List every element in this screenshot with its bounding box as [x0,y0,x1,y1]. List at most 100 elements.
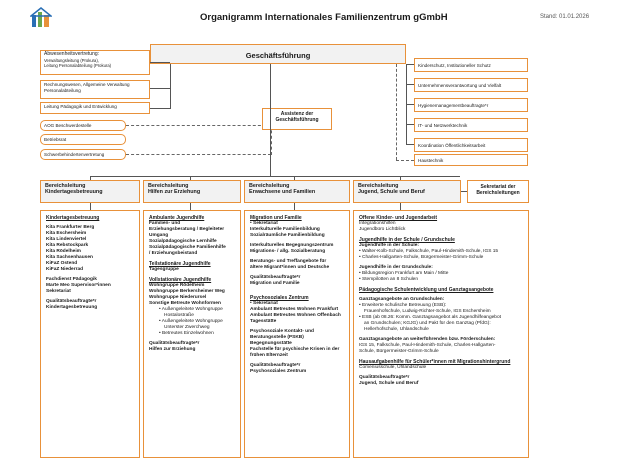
main-vertical-line [270,64,271,176]
bereich-hze-box: Bereichsleitung Hilfen zur Erziehung [143,180,241,203]
column-kita: Kindertagesbetreuung Kita Frankfurter Be… [40,210,140,458]
kinderschutz-box: Kinderschutz, Institutioneller Schutz [414,58,528,72]
qb-line: Qualitätsbeauftragte*r [250,275,301,280]
column-ef: Migration und Familie Sekretariat Interk… [244,210,350,458]
list-item: Tagesgruppe [149,267,179,272]
list-item: Integrationshilfen [359,221,396,226]
sek-line-1: Sekretariat der [480,184,516,190]
connector [461,191,467,192]
qb-line: Qualitätsbeauftragte*r [359,375,410,380]
betriebsrat-box: Betriebsrat [40,134,126,145]
right-label-2: Hygienemanagementbeauftragte*r [418,103,489,108]
ganztag-heading: Pädagogische Schulentwicklung und Ganzta… [359,287,494,293]
qb-line: Jugend, Schule und Beruf [359,381,419,386]
list-item: Sozialpädagogische Lernhilfe [149,239,217,244]
dashed-connector [396,64,397,160]
list-item: frühen Elternzeit [250,353,288,358]
sub-heading: Jugendhilfe in der Schule: [359,243,419,248]
qb-line: Qualitätsbeauftragte*r [149,341,200,346]
list-item: Hellerhofschule, Uhlandschule [364,327,429,332]
list-item: Kita Rödelheim [46,249,81,254]
list-item: Außengeleitete Wohngruppe [149,307,235,313]
list-item: Ambulant Betreutes Wohnen Frankfurt [250,307,339,312]
schwerbehindertenvertretung-box: Schwerbehindertenvertretung [40,149,126,160]
list-item: an Grundschulen; KGJG) und Pakt für den … [364,321,491,326]
list-item: Kita Rebstockpark [46,243,89,248]
assistenz-line-1: Assistenz der [280,111,314,117]
bereich-ef-line-2: Erwachsene und Familien [249,189,316,196]
connector [294,176,295,180]
betriebsrat-label: Betriebsrat [44,137,67,142]
abwesenheitsvertretung-box: Abwesenheitsvertretung: Verwaltungsleitu… [40,50,150,75]
oeffentlichkeitsarbeit-box: Koordination Öffentlichkeitsarbeit [414,138,528,152]
connector [406,64,414,65]
connector [406,64,407,145]
sub-heading: Ganztagsangebote an Grundschulen: [359,297,445,302]
bereich-ef-box: Bereichsleitung Erwachsene und Familien [244,180,350,203]
connector [90,203,91,210]
logo [28,7,54,29]
connector [150,108,170,109]
logo-icon [28,7,54,27]
list-item: Kita Frankfurter Berg [46,225,95,230]
hygienemanagement-box: Hygienemanagementbeauftragte*r [414,98,528,112]
rw-line-1: Rechnungswesen, Allgemeine Verwaltung [44,82,130,87]
list-item: Fachstelle für psychische Krisen in der [250,347,340,352]
aog-label: AOG Beschwerdestelle [44,123,92,128]
list-item: Tagesstätte [250,319,277,324]
list-item: Sonstige Betreute Wohnformen [149,301,221,306]
list-item: KiFaZ Ostend [46,261,78,266]
list-item: Migrations- / allg. Sozialberatung [250,249,326,254]
column-jsb: Offene Kinder- und Jugendarbeit Integrat… [353,210,529,458]
list-item: IGS 15, Falkschule, Paul-Hindemith-Schul… [359,343,496,348]
connector [150,88,170,89]
list-item: Fachdienst Pädagogik [46,277,97,282]
list-item: KiFaZ Niederrad [46,267,84,272]
sub-heading: Ganztagsangebote an weiterführenden bzw.… [359,337,496,342]
bereich-ef-line-1: Bereichsleitung [249,183,290,189]
list-item: Umgang [149,233,169,238]
list-item: Schule, Bürgermeister-Grimm-Schule [359,349,439,354]
dashed-connector [126,154,271,155]
column-hze: Ambulante Jugendhilfe Familien- und Erzi… [143,210,241,458]
connector [190,203,191,210]
connector [406,144,414,145]
list-item: Sekretariat [250,301,344,307]
psz-heading: Psychosoziales Zentrum [250,295,309,301]
bereich-kita-line-2: Kindertagesbetreuung [45,189,103,196]
list-item: Wohngruppe Rödelheim [149,283,205,288]
abw-line-3: Leitung Personalabteilung (Prokura) [44,62,112,68]
list-item: Charles-Hallgarten-Schule, Bürgermeister… [359,255,523,261]
qb-line: Migration und Familie [250,281,300,286]
list-item: Interkulturelle Familienbildung [250,227,320,232]
bereich-hze-line-1: Bereichsleitung [148,183,189,189]
it-netzwerk-box: IT- und Netzwerktechnik [414,118,528,132]
bereich-kita-line-1: Bereichsleitung [45,183,86,189]
list-item: Unterster Zwerchweg [164,325,210,330]
connector [406,84,414,85]
geschaeftsfuehrung-label: Geschäftsführung [245,51,311,60]
sekretariat-bereichsleitungen-box: Sekretariat der Bereichsleitungen [467,180,529,203]
list-item: Sozialräumliche Familienbildung [250,233,325,238]
list-item: Kita Lindenviertel [46,237,87,242]
hausaufgaben-heading: Hausaufgabenhilfe für Schüler*innen mit … [359,359,511,365]
amb-heading: Ambulante Jugendhilfe [149,215,205,221]
connector [400,176,401,180]
right-label-3: IT- und Netzwerktechnik [418,123,468,128]
list-item: Psychosoziale Kontakt- und [250,329,314,334]
list-item: Wohngruppe Niederursel [149,295,207,300]
connector [406,104,414,105]
qb-line: Kindertagesbetreuung [46,305,98,310]
connector [400,203,401,210]
lpe-line-1: Leitung Pädagogik und Entwicklung [44,104,117,109]
list-item: Stempilotten an 8 Schulen [359,277,523,283]
rechnungswesen-box: Rechnungswesen, Allgemeine Verwaltung Pe… [40,80,150,99]
list-item: Marte Meo Supervisor*innen [46,283,111,288]
list-item: / Erziehungsbeistand [149,251,198,256]
dashed-connector [271,125,272,155]
list-item: Frauenhofschule, Ludwig-Richter-Schule, … [364,309,491,314]
bereich-kita-box: Bereichsleitung Kindertagesbetreuung [40,180,140,203]
list-item: Beratungsstelle (PSKB) [250,335,304,340]
unternehmensverantwortung-box: Unternehmensverantwortung und Vielfalt [414,78,528,92]
list-item: Sekretariat [46,289,71,294]
